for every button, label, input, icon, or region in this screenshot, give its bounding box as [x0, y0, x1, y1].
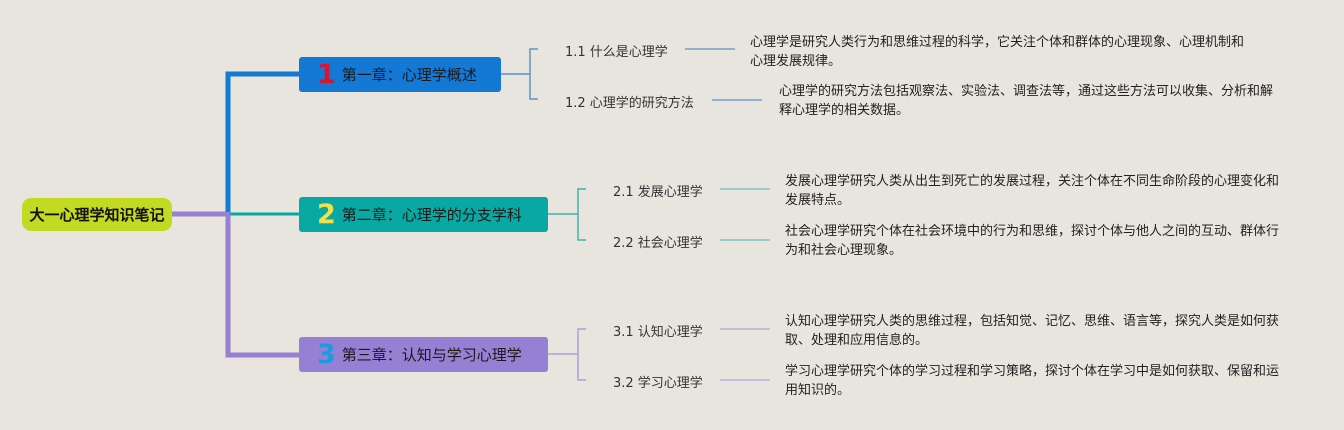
- section-node[interactable]: 1.1 什么是心理学: [565, 45, 668, 60]
- section-node[interactable]: 3.1 认知心理学: [613, 325, 703, 340]
- root-title: 大一心理学知识笔记: [29, 206, 165, 224]
- chapter-number: 2: [317, 199, 336, 230]
- section-node[interactable]: 2.1 发展心理学: [613, 185, 703, 200]
- chapter-title: 第一章：心理学概述: [341, 66, 477, 84]
- section-description: 心理学是研究人类行为和思维过程的科学，它关注个体和群体的心理现象、心理机制和心理…: [750, 35, 1245, 69]
- chapter-title: 第三章：认知与学习心理学: [341, 346, 522, 364]
- chapter-2-node[interactable]: 2 第二章：心理学的分支学科: [299, 197, 548, 232]
- chapter-3-node[interactable]: 3 第三章：认知与学习心理学: [299, 337, 548, 372]
- section-description: 心理学的研究方法包括观察法、实验法、调查法等，通过这些方法可以收集、分析和解释心…: [779, 84, 1274, 118]
- section-node[interactable]: 3.2 学习心理学: [613, 376, 703, 391]
- chapter-title: 第二章：心理学的分支学科: [341, 206, 522, 224]
- section-description: 学习心理学研究个体的学习过程和学习策略，探讨个体在学习中是如何获取、保留和运用知…: [785, 364, 1280, 398]
- chapter-1-node[interactable]: 1 第一章：心理学概述: [299, 57, 501, 92]
- chapter-number: 3: [317, 339, 336, 370]
- chapter-number: 1: [317, 59, 336, 90]
- root-node[interactable]: 大一心理学知识笔记: [22, 198, 172, 231]
- section-description: 认知心理学研究人类的思维过程，包括知觉、记忆、思维、语言等，探究人类是如何获取、…: [785, 314, 1280, 348]
- section-node[interactable]: 2.2 社会心理学: [613, 236, 703, 251]
- section-node[interactable]: 1.2 心理学的研究方法: [565, 96, 694, 111]
- section-description: 社会心理学研究个体在社会环境中的行为和思维，探讨个体与他人之间的互动、群体行为和…: [785, 224, 1280, 258]
- section-description: 发展心理学研究人类从出生到死亡的发展过程，关注个体在不同生命阶段的心理变化和发展…: [785, 174, 1280, 208]
